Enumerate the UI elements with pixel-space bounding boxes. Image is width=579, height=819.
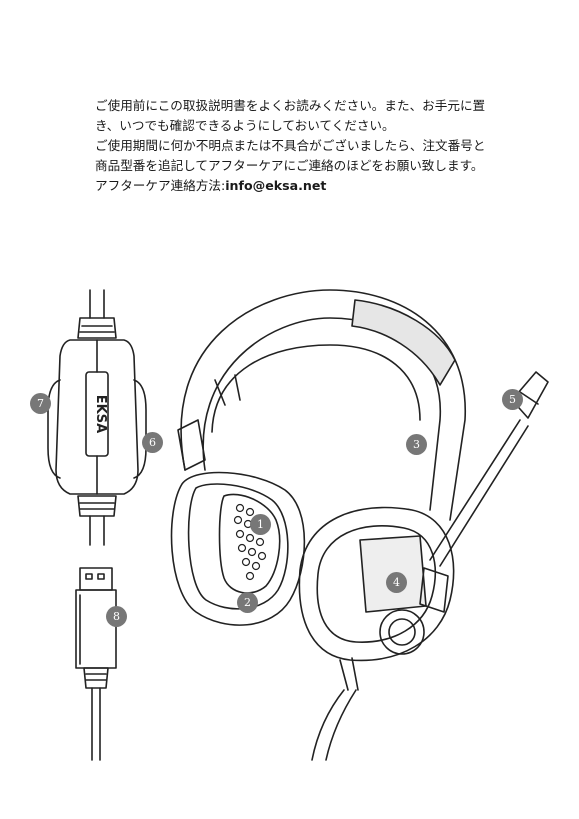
callout-1: 1	[250, 514, 271, 535]
callout-4: 4	[386, 572, 407, 593]
callout-2: 2	[237, 592, 258, 613]
callout-7: 7	[30, 393, 51, 414]
callout-5: 5	[502, 389, 523, 410]
callout-6: 6	[142, 432, 163, 453]
controller-brand: EKSA	[93, 395, 108, 433]
usb-plug	[76, 568, 116, 760]
callout-3: 3	[406, 434, 427, 455]
callout-8: 8	[106, 606, 127, 627]
headset	[172, 290, 548, 760]
